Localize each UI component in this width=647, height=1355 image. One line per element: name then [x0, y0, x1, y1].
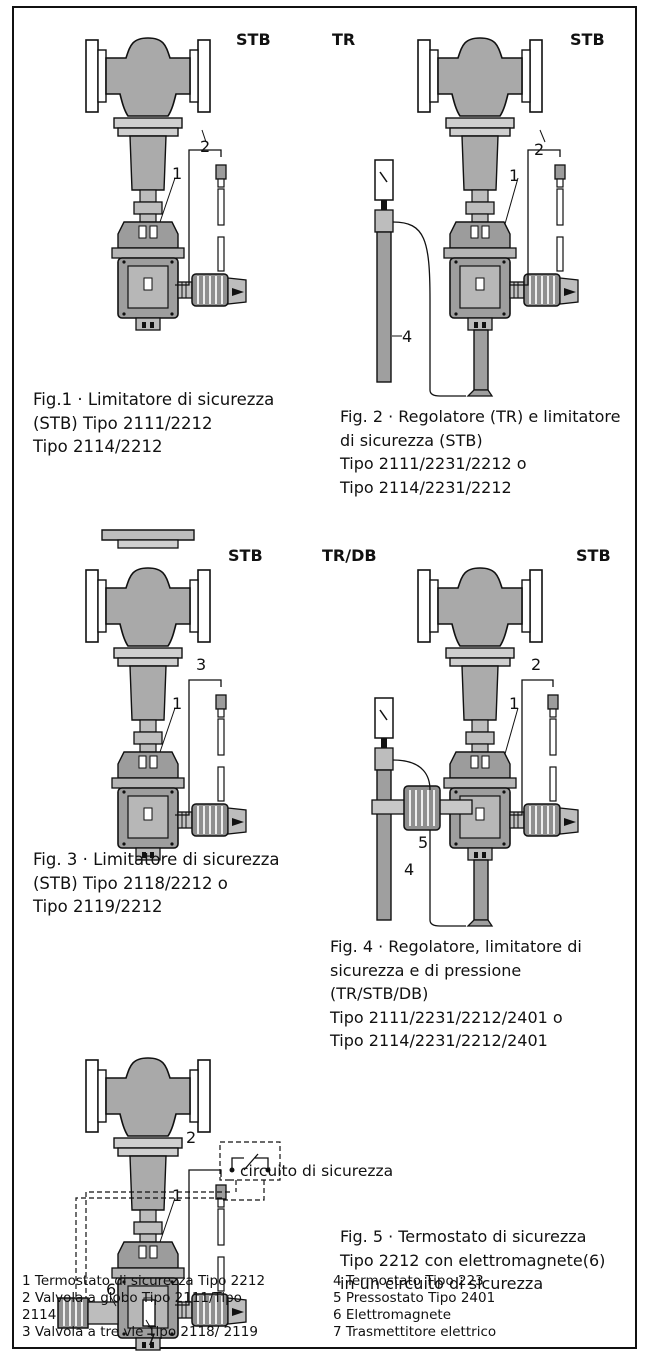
- caption-line: Tipo 2114/2231/2212/2401: [330, 1031, 548, 1050]
- fig1-leader-1: [159, 177, 176, 223]
- fig2-regulator-capillary: [392, 221, 466, 397]
- fig3-top-flange: [101, 529, 195, 541]
- caption-line: Tipo 2114/2212: [33, 437, 163, 456]
- fig5-leader-6: [109, 1295, 117, 1307]
- fig5-circuit-wire-a: [85, 1191, 230, 1298]
- fig2-capillary: [510, 149, 561, 286]
- fig5-switch-box: [220, 1141, 281, 1181]
- caption-line: (TR/STB/DB): [330, 984, 429, 1003]
- caption-line: Fig. 3 · Limitatore di sicurezza: [33, 850, 280, 869]
- fig1-probe: [215, 164, 227, 272]
- fig2-callout-4: 4: [402, 327, 413, 346]
- fig2-regulator: [374, 159, 394, 383]
- fig1-caption: Fig.1 · Limitatore di sicurezza (STB) Ti…: [33, 388, 274, 459]
- fig5-callout-6: 6: [106, 1280, 117, 1299]
- legend-left: 1 Termostato di sicurezza Tipo 2212 2 Va…: [22, 1273, 327, 1341]
- fig3-capillary: [175, 679, 222, 816]
- caption-line: Tipo 2119/2212: [33, 897, 163, 916]
- caption-line: Fig. 2 · Regolatore (TR) e limitatore: [340, 407, 621, 426]
- fig5-leader-1: [159, 1197, 176, 1243]
- legend-item: 1 Termostato di sicurezza Tipo 2212: [22, 1273, 266, 1289]
- fig3-callout-3: 3: [196, 655, 207, 674]
- caption-line: sicurezza e di pressione: [330, 960, 522, 980]
- caption-line: Tipo 2212 con elettromagnete(6): [340, 1250, 606, 1270]
- fig2-lower-stem: [473, 329, 489, 391]
- legend-item: 2 Valvola a globo Tipo 2111/Tipo: [22, 1290, 242, 1306]
- fig1-capillary: [175, 149, 222, 286]
- legend-item: 4 Termostato Tipo 223: [333, 1273, 484, 1289]
- caption-line: di sicurezza (STB): [340, 430, 483, 450]
- fig5-capillary: [175, 1169, 222, 1306]
- fig4-tag-stb: STB: [576, 546, 611, 565]
- fig2-probe: [554, 164, 566, 272]
- caption-line: (STB) Tipo 2118/2212 o: [33, 873, 228, 893]
- fig4-stem-foot: [466, 919, 494, 927]
- fig1-tag-stb: STB: [236, 30, 271, 49]
- page-frame: [12, 6, 637, 1349]
- caption-line: in un circuito di sicurezza: [340, 1274, 544, 1293]
- caption-line: (STB) Tipo 2111/2212: [33, 413, 213, 433]
- fig5-circuit-wire-b: [75, 1197, 222, 1298]
- legend-item: 2114: [22, 1307, 57, 1323]
- fig1-leader-2: [201, 129, 207, 143]
- legend-right: 4 Termostato Tipo 223 5 Pressostato Tipo…: [333, 1273, 623, 1341]
- fig4-callout-1: 1: [509, 694, 520, 713]
- fig5-caption: Fig. 5 · Termostato di sicurezza Tipo 22…: [340, 1225, 605, 1296]
- legend-item: 7 Trasmettitore elettrico: [333, 1324, 497, 1340]
- fig3-probe: [215, 694, 227, 802]
- fig5-callout-2: 2: [186, 1128, 197, 1147]
- fig4-regulator-capillary: [392, 759, 466, 927]
- fig4-caption: Fig. 4 · Regolatore, limitatore di sicur…: [330, 935, 582, 1053]
- fig5-transmitter: [142, 1299, 156, 1327]
- fig3-top-flange-ring: [117, 539, 179, 549]
- fig2-tag-stb: STB: [570, 30, 605, 49]
- fig2-leader-1: [504, 177, 519, 225]
- caption-line: Tipo 2114/2231/2212: [340, 477, 512, 497]
- fig4-callout-4: 4: [404, 860, 415, 879]
- fig2-valve-drawing: [417, 37, 579, 331]
- caption-line: Tipo 2111/2231/2212 o: [340, 454, 527, 473]
- fig4-probe: [547, 694, 559, 802]
- fig4-leader-1: [504, 707, 519, 755]
- fig5-leader-7: [145, 1319, 153, 1331]
- fig3-caption: Fig. 3 · Limitatore di sicurezza (STB) T…: [33, 848, 280, 919]
- caption-line: Tipo 2111/2231/2212/2401 o: [330, 1007, 563, 1027]
- caption-line: Fig. 5 · Termostato di sicurezza: [340, 1227, 587, 1246]
- fig4-capillary: [510, 679, 554, 816]
- fig5-callout-1: 1: [172, 1186, 183, 1205]
- fig1-callout-2: 2: [200, 137, 211, 156]
- fig2-tag-tr: TR: [332, 30, 356, 49]
- fig5-callout-7: 7: [146, 1330, 157, 1349]
- fig3-leader-1: [159, 707, 176, 753]
- legend-item: 6 Elettromagnete: [333, 1307, 452, 1323]
- fig5-circuit-label: circuito di sicurezza: [240, 1162, 394, 1180]
- fig4-lower-stem: [473, 859, 489, 921]
- fig2-leader-2: [539, 129, 546, 143]
- legend-item: 3 Valvola a tre vie Tipo 2118/ 2119: [22, 1324, 258, 1340]
- caption-line: Fig. 4 · Regolatore, limitatore di: [330, 937, 582, 956]
- fig1-callout-1: 1: [172, 164, 183, 183]
- fig4-callout-5: 5: [418, 833, 429, 852]
- fig2-callout-1: 1: [509, 166, 520, 185]
- fig2-stem-foot: [466, 389, 494, 397]
- fig3-callout-1: 1: [172, 694, 183, 713]
- fig2-caption: Fig. 2 · Regolatore (TR) e limitatore di…: [340, 405, 620, 499]
- fig2-callout-2: 2: [534, 140, 545, 159]
- fig3-tag-stb: STB: [228, 546, 263, 565]
- fig4-callout-2: 2: [531, 655, 542, 674]
- fig4-tag-trdb: TR/DB: [322, 546, 377, 565]
- legend-item: 5 Pressostato Tipo 2401: [333, 1290, 496, 1306]
- caption-line: Fig.1 · Limitatore di sicurezza: [33, 390, 275, 409]
